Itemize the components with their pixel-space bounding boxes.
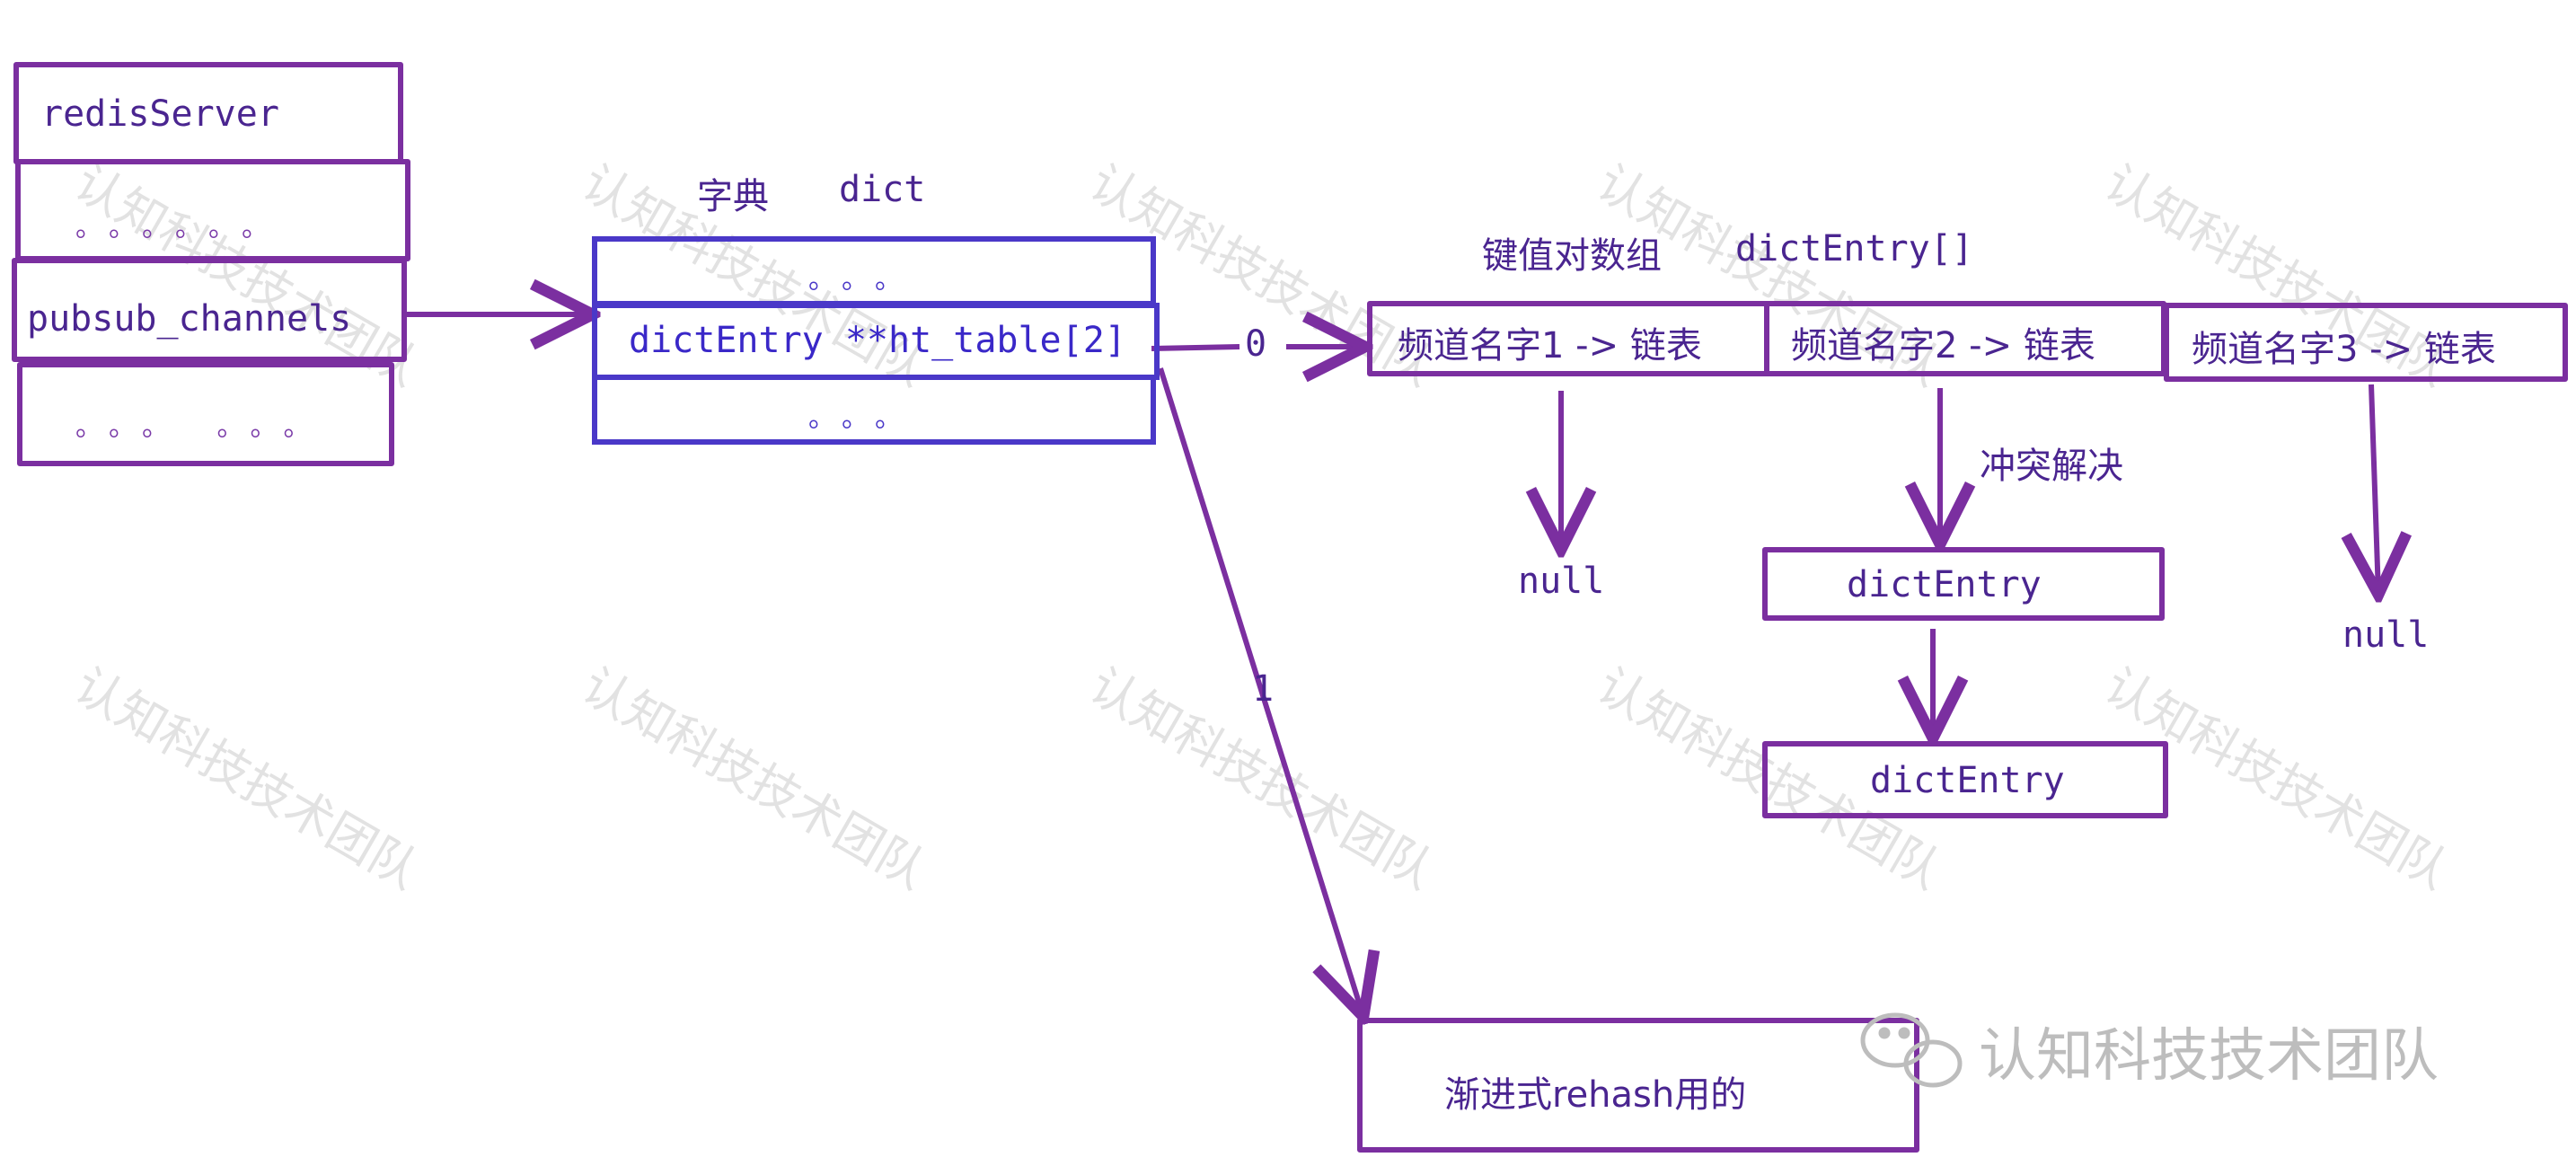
array-caption-en: dictEntry[] xyxy=(1735,228,1973,269)
collision-label: 冲突解决 xyxy=(1980,446,2123,487)
null-label-2: null xyxy=(2342,614,2430,656)
brand-name: 认知科技技术团队 xyxy=(1979,1023,2439,1090)
brand-wechat-icon xyxy=(1860,1012,1963,1088)
rehash-label: 渐进式rehash用的 xyxy=(1444,1074,1747,1116)
chain-entry-label-2: dictEntry xyxy=(1870,760,2065,801)
arrow-dict-to-rehash xyxy=(1158,367,1363,1017)
server-field-pubsub-channels: pubsub_channels xyxy=(27,298,352,340)
arrow-slot3-to-null xyxy=(2371,384,2378,595)
array-slot-label-3: 频道名字3 -> 链表 xyxy=(2192,329,2496,370)
server-title: redisServer xyxy=(41,93,279,135)
server-dots-top: 。。。。。。 xyxy=(75,212,288,243)
brand-logo: 认知科技技术团队 xyxy=(1864,1011,2439,1091)
server-dots-bottom: 。。。 。。。 xyxy=(75,411,331,443)
array-slot-label-1: 频道名字1 -> 链表 xyxy=(1398,325,1702,367)
dict-field-ht-table: dictEntry **ht_table[2] xyxy=(629,320,1126,361)
rehash-box xyxy=(1357,1018,1919,1153)
array-caption-cn: 键值对数组 xyxy=(1482,235,1662,277)
dict-dots-bottom: 。。。 xyxy=(808,402,922,434)
dict-dots-box-bottom xyxy=(592,375,1156,445)
chain-entry-label-1: dictEntry xyxy=(1847,564,2042,605)
array-slot-label-2: 频道名字2 -> 链表 xyxy=(1791,325,2095,367)
dict-caption-cn: 字典 xyxy=(697,176,769,217)
edge-label-1: 1 xyxy=(1252,668,1275,710)
null-label-1: null xyxy=(1518,561,1605,602)
arrow-dict-to-array-0a xyxy=(1151,344,1240,351)
server-dots-box-bottom xyxy=(17,362,394,466)
dict-dots-top: 。。。 xyxy=(808,264,922,296)
server-field-box xyxy=(12,258,407,362)
array-slot-box-3 xyxy=(2164,303,2568,382)
edge-label-0: 0 xyxy=(1245,323,1267,365)
dict-caption-en: dict xyxy=(839,169,926,210)
